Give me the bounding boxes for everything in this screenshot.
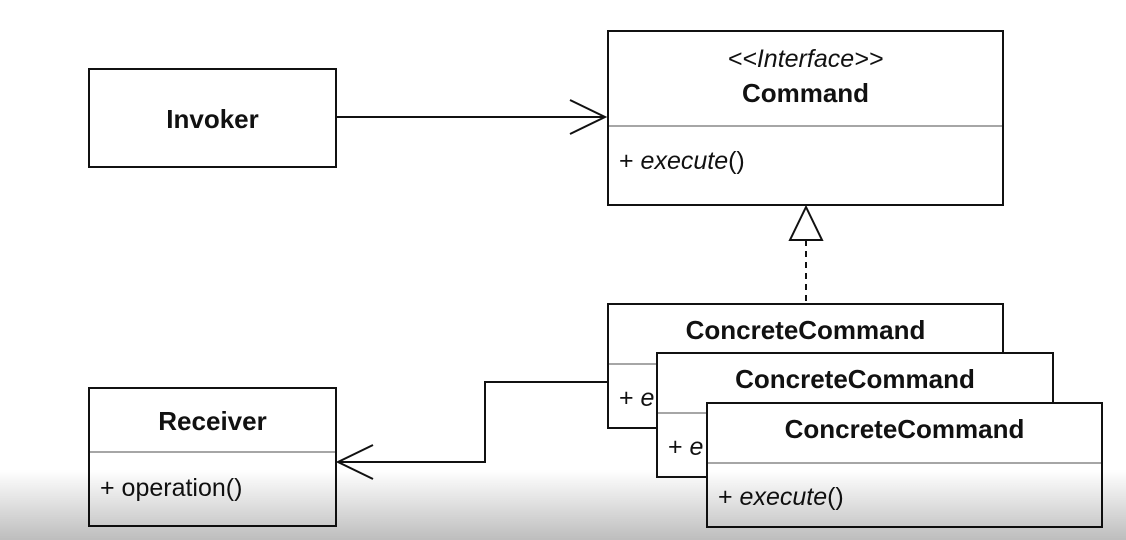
command-stereotype: <<Interface>>	[727, 45, 884, 73]
concrete-command-method-1: + e	[619, 384, 655, 412]
concrete-command-name-3: ConcreteCommand	[784, 414, 1025, 444]
receiver-operation-method: + operation()	[100, 474, 243, 502]
concrete-command-name-1: ConcreteCommand	[685, 315, 926, 345]
command-execute-method: + execute()	[619, 147, 745, 175]
receiver-divider	[90, 451, 335, 453]
concrete-command-method-2: + e	[668, 433, 704, 461]
receiver-class-box: Receiver + operation()	[88, 387, 337, 527]
command-class-name: Command	[741, 78, 870, 108]
concrete-receiver-open-arrowhead	[335, 444, 374, 480]
command-divider	[609, 125, 1002, 127]
receiver-class-name: Receiver	[158, 406, 267, 436]
concrete-receiver-association-line	[338, 381, 607, 463]
concrete-command-box-3: ConcreteCommand + execute()	[706, 402, 1103, 528]
invoker-class-box: Invoker	[88, 68, 337, 168]
command-interface-box: <<Interface>> Command + execute()	[607, 30, 1004, 206]
concrete-command-name-2: ConcreteCommand	[735, 364, 975, 394]
concrete-command-method-3: + execute()	[718, 483, 844, 511]
invoker-command-open-arrowhead	[569, 99, 608, 135]
realization-hollow-triangle	[788, 204, 824, 241]
invoker-class-name: Invoker	[166, 104, 259, 134]
concrete-command-divider-3	[708, 462, 1101, 464]
